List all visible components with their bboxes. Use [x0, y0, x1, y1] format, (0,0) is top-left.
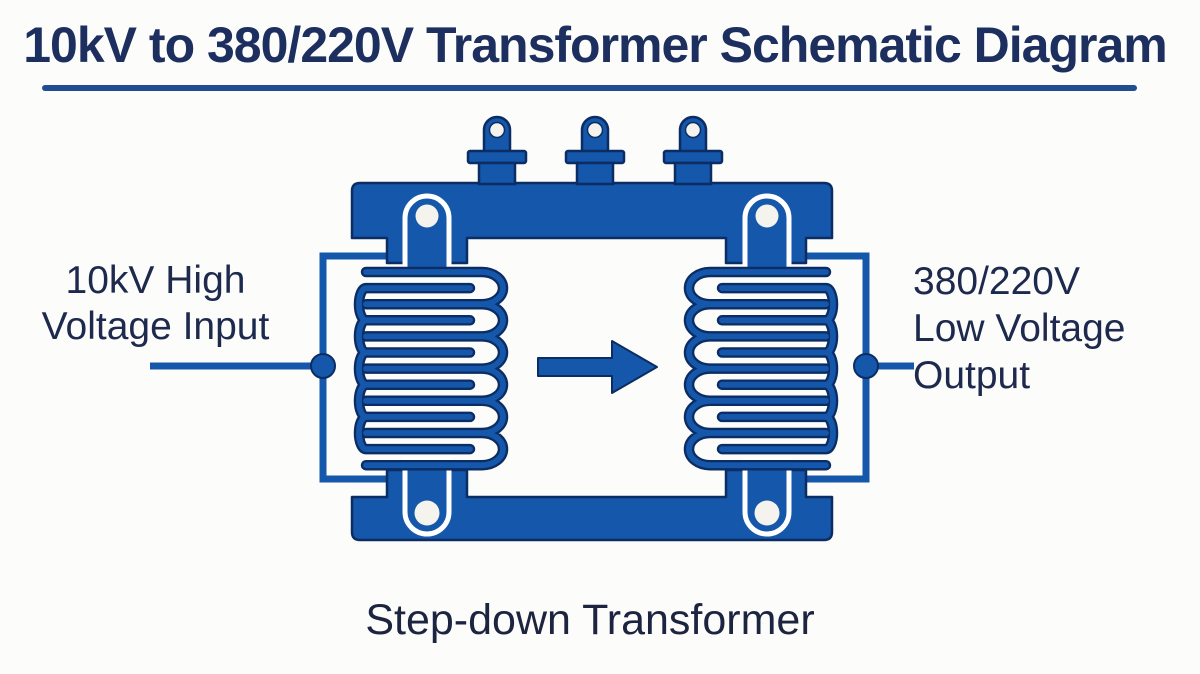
title-underline	[42, 85, 1137, 91]
bushing-base	[575, 161, 615, 186]
input-label: 10kV High Voltage Input	[18, 258, 293, 350]
bushing-base	[477, 161, 517, 186]
primary-winding	[356, 269, 506, 469]
secondary-winding	[686, 269, 836, 469]
limb-eye-bottom-right	[754, 500, 780, 526]
limb-eye-top-right	[755, 204, 779, 228]
transformer-caption: Step-down Transformer	[365, 596, 815, 644]
bushing-disc	[564, 149, 626, 165]
bushing-ring	[586, 121, 604, 139]
core-top-yoke	[350, 181, 834, 265]
bushing-ring	[684, 121, 702, 139]
bushing-ring	[488, 121, 506, 139]
output-label-line3: Output	[913, 354, 1031, 397]
page-title: 10kV to 380/220V Transformer Schematic D…	[23, 17, 1167, 73]
output-label-line2: Low Voltage	[913, 307, 1126, 350]
arrow-icon	[537, 340, 658, 394]
bushing-disc	[662, 149, 724, 165]
bushing-base	[673, 161, 713, 186]
primary-terminal-dot	[310, 353, 336, 379]
core-bottom-yoke	[350, 468, 834, 542]
output-label: 380/220V Low Voltage Output	[913, 258, 1183, 399]
limb-eye-top-left	[415, 204, 439, 228]
limb-eye-bottom-left	[414, 500, 440, 526]
bushing-disc	[466, 149, 528, 165]
input-label-line2: Voltage Input	[41, 305, 270, 348]
secondary-terminal-dot	[853, 353, 879, 379]
output-label-line1: 380/220V	[913, 260, 1080, 303]
input-label-line1: 10kV High	[65, 259, 246, 302]
